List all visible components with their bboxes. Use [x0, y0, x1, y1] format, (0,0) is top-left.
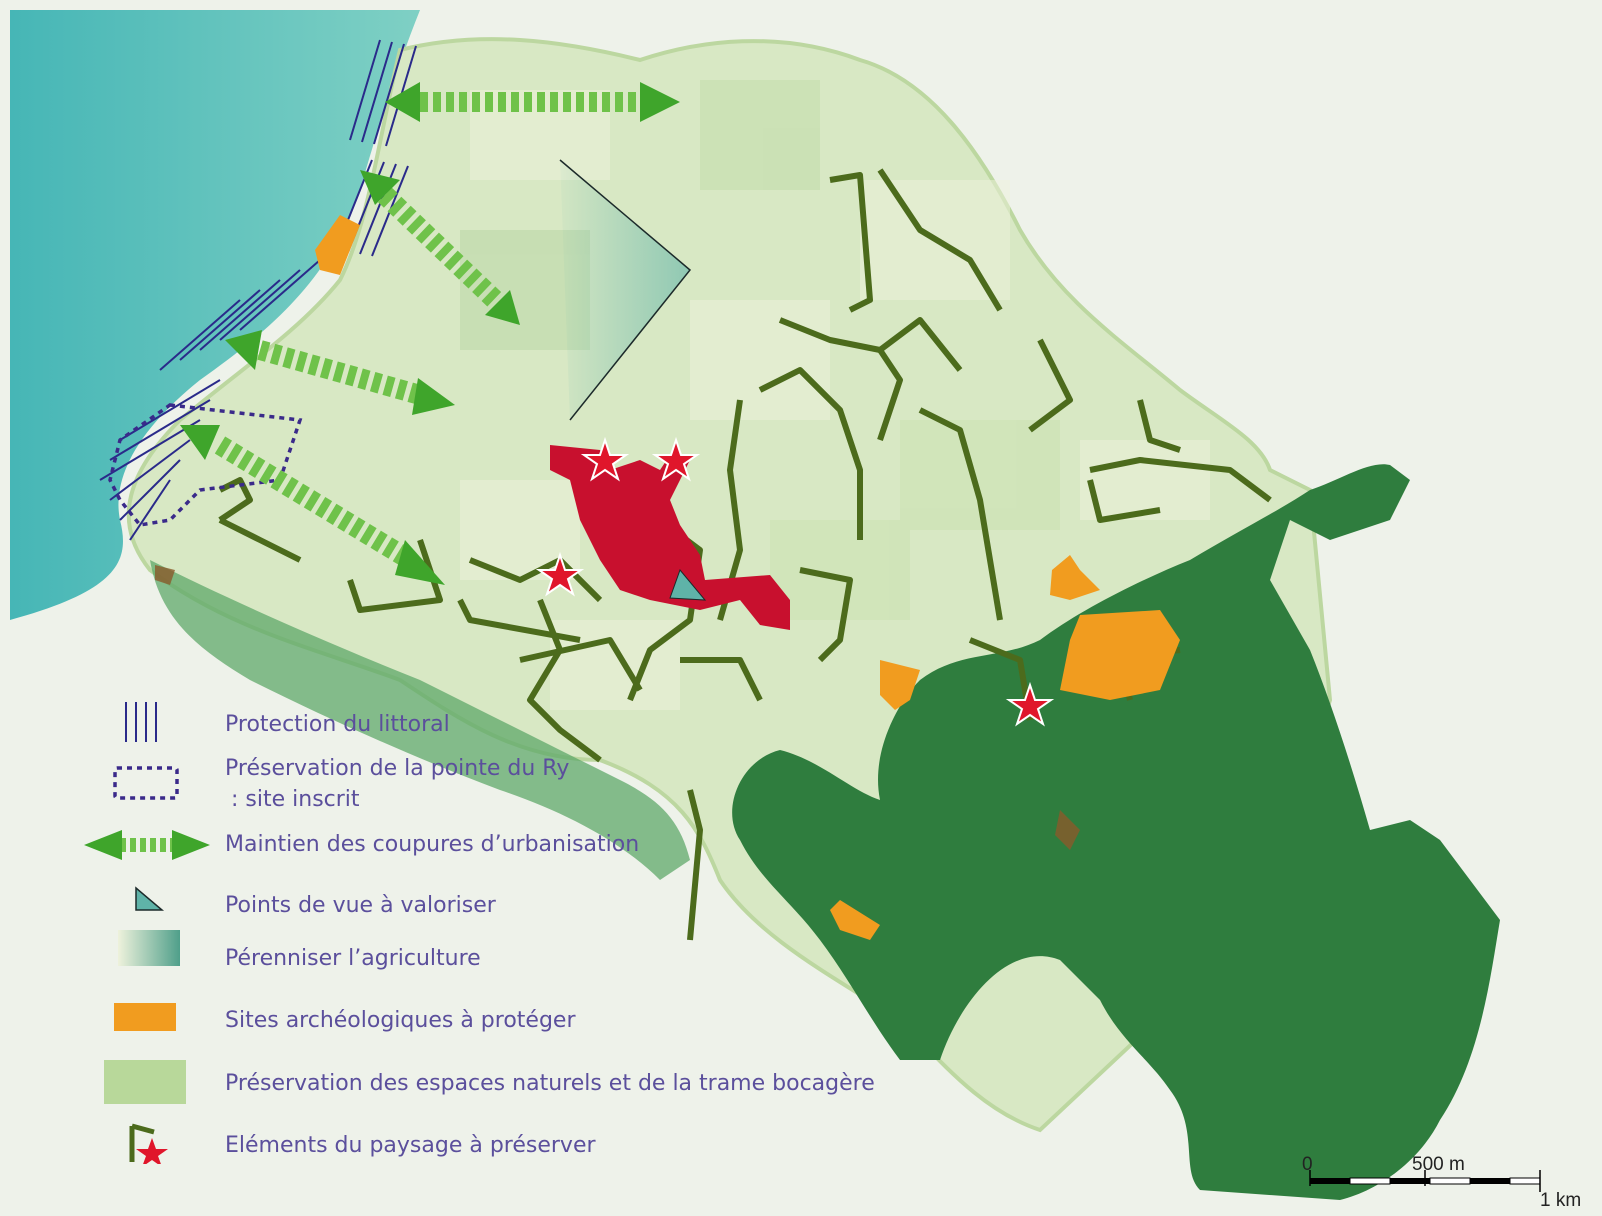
viewpoint-marker: [669, 569, 707, 601]
urban-break-arrows: [180, 82, 680, 585]
coastal-natural-band: [150, 560, 690, 880]
archaeological-sites-brown: [155, 565, 1080, 850]
forest: [732, 464, 1500, 1200]
pointe-du-ry-outline: [108, 403, 303, 527]
scale-bar: [1309, 1170, 1541, 1192]
urban-area: [550, 445, 790, 630]
scale-label-mid: 500 m: [1412, 1154, 1465, 1175]
archaeological-sites: [315, 215, 1180, 940]
landscape-stars: [535, 436, 1055, 727]
scale-label-zero: 0: [1302, 1154, 1313, 1175]
view-cone: [560, 160, 690, 420]
field-patches: [460, 80, 1210, 710]
scale-label-end: 1 km: [1540, 1190, 1582, 1211]
view-cone-edge: [559, 159, 692, 421]
